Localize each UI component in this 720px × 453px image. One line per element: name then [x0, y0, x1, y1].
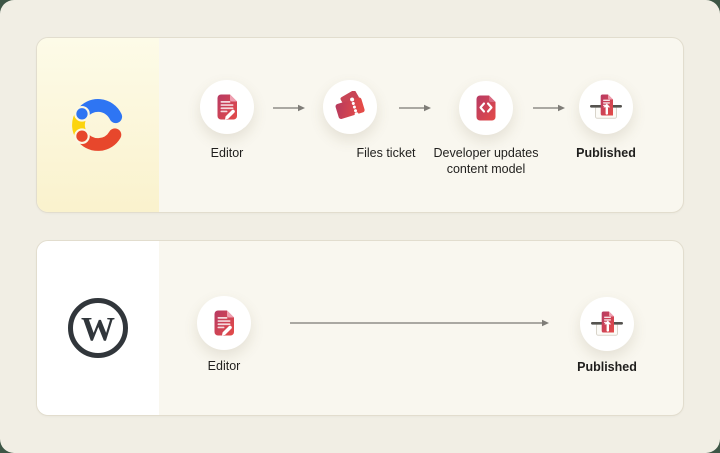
wordpress-brand-column: W: [37, 241, 159, 415]
contentful-brand-column: [37, 38, 159, 212]
flow-arrow: [290, 319, 549, 327]
step-label-published: Published: [577, 360, 637, 374]
flow-arrow: [399, 104, 431, 112]
step-circle-developer: [459, 81, 513, 135]
ticket-icon: [335, 91, 365, 119]
step-circle-files-ticket: [323, 80, 377, 134]
document-upload-icon: [591, 311, 623, 336]
document-upload-icon: [590, 94, 622, 119]
step-label-published: Published: [576, 146, 636, 160]
step-circle-published: [580, 297, 634, 351]
step-circle-editor: [200, 80, 254, 134]
contentful-logo: [72, 99, 123, 151]
step-circle-published: [579, 80, 633, 134]
contentful-workflow-panel: Editor: [36, 37, 684, 213]
document-edit-icon: [217, 94, 237, 120]
flow-arrow: [533, 104, 565, 112]
step-label-files-ticket: Files ticket: [356, 146, 416, 160]
document-code-icon: [476, 95, 496, 121]
document-edit-icon: [214, 310, 234, 336]
step-label-editor: Editor: [210, 146, 244, 160]
flow-arrow: [273, 104, 305, 112]
step-label-editor: Editor: [207, 359, 241, 373]
step-label-developer: Developer updates content model: [433, 146, 539, 176]
step-circle-editor: [197, 296, 251, 350]
svg-text:W: W: [81, 311, 115, 348]
wordpress-logo: W: [68, 298, 128, 358]
wordpress-workflow-panel: W Editor: [36, 240, 684, 416]
